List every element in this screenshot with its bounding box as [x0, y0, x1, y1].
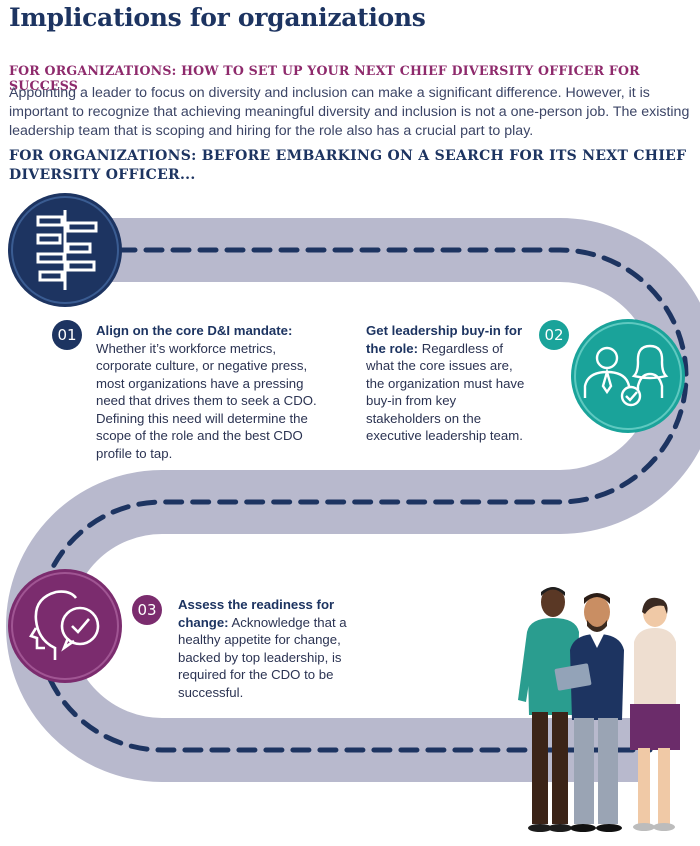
step-3-body: Acknowledge that a healthy appetite for …: [178, 614, 347, 700]
road-dashes: [35, 247, 689, 753]
step-1-lead: Align on the core D&I mandate:: [96, 323, 293, 338]
step-3-badge: [8, 569, 122, 683]
step-1-body: Whether it’s workforce metrics, corporat…: [96, 340, 317, 461]
person-middle: [554, 593, 624, 832]
step-1-number: 01: [52, 320, 82, 350]
step-2-text: Get leadership buy-in for the role: Rega…: [366, 322, 534, 445]
step-1-text: Align on the core D&I mandate: Whether i…: [96, 322, 324, 462]
head-checkmark-icon: [29, 590, 100, 660]
intro-paragraph: Appointing a leader to focus on diversit…: [9, 85, 690, 139]
person-right: [630, 597, 680, 831]
step-3-lead: Assess the readiness for change:: [178, 597, 335, 630]
subheading-how-to: FOR ORGANIZATIONS: HOW TO SET UP YOUR NE…: [9, 63, 640, 93]
illustration-three-people: [518, 587, 680, 832]
step-2-body: Regardless of what the core issues are, …: [366, 340, 525, 444]
step-2-lead: Get leadership buy-in for the role:: [366, 323, 523, 356]
step-2-badge: [571, 319, 685, 433]
page-title: Implications for organizations: [9, 3, 426, 32]
step-3-text: Assess the readiness for change: Acknowl…: [178, 596, 368, 701]
step-1-badge: [8, 193, 122, 307]
step-3-number: 03: [132, 595, 162, 625]
step-2-number: 02: [539, 320, 569, 350]
leadership-team-icon: [583, 344, 669, 407]
strategy-diagram-icon: [36, 210, 98, 290]
subheading-before-search: FOR ORGANIZATIONS: BEFORE EMBARKING ON A…: [9, 148, 687, 183]
person-left: [518, 587, 579, 832]
